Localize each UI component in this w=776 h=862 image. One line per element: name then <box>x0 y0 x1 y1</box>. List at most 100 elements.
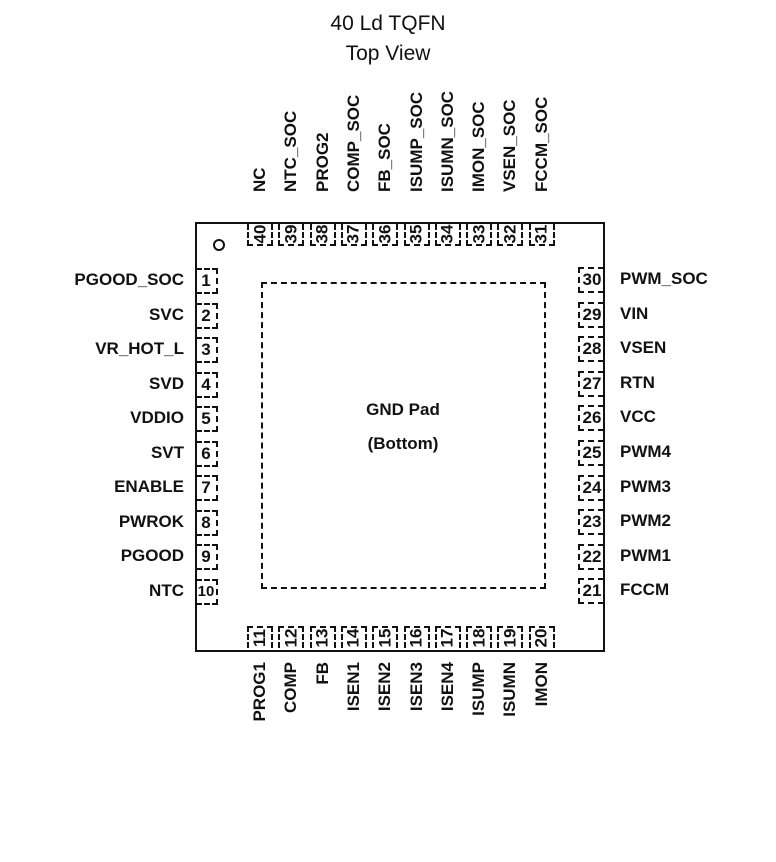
pin-label-fb-soc: FB_SOC <box>375 123 395 192</box>
gnd-pad-sublabel: (Bottom) <box>367 434 439 453</box>
pin-number-3: 3 <box>196 337 218 363</box>
pin-label-prog1: PROG1 <box>250 662 269 722</box>
pin-number-20: 20 <box>528 626 555 648</box>
pin-number-text: 12 <box>281 628 301 648</box>
pin-number-29: 29 <box>578 301 604 328</box>
pin-label-vcc: VCC <box>620 407 656 427</box>
pin-label-ntc: NTC <box>149 580 184 600</box>
pin-number-36: 36 <box>372 224 399 246</box>
pin1-indicator-dot <box>213 239 225 251</box>
pin-number-34: 34 <box>434 224 461 246</box>
pin-label-ntc-soc: NTC_SOC <box>281 110 301 192</box>
pin-number-1: 1 <box>196 268 218 294</box>
pin-number-text: 35 <box>406 224 426 244</box>
pin-label-vin: VIN <box>620 303 649 323</box>
pin-number-31: 31 <box>528 224 555 246</box>
pin-label-vr-hot-l: VR_HOT_L <box>95 339 184 358</box>
pin-number-27: 27 <box>578 370 604 397</box>
diagram-title: 40 Ld TQFN <box>330 12 446 35</box>
pin-number-2: 2 <box>196 302 218 329</box>
pin-label-pgood: PGOOD <box>120 546 184 565</box>
pin-number-text: 15 <box>375 628 395 648</box>
pin-number-35: 35 <box>403 224 430 246</box>
pin-label-pwm4: PWM4 <box>620 442 671 461</box>
pin-label-prog2: PROG2 <box>312 132 332 192</box>
pin-number-18: 18 <box>466 626 493 648</box>
pin-number-text: 16 <box>406 628 426 648</box>
pin-number-7: 7 <box>196 475 218 501</box>
pin-label-pwm-soc: PWM_SOC <box>620 269 708 288</box>
pin-label-nc: NC <box>250 167 269 192</box>
pin-number-text: 38 <box>312 224 332 244</box>
pin-label-isump-soc: ISUMP_SOC <box>406 91 426 192</box>
pin-number-text: 14 <box>343 628 363 648</box>
pin-number-text: 36 <box>375 224 395 244</box>
pin-number-15: 15 <box>372 626 399 648</box>
pin-label-enable: ENABLE <box>114 477 184 496</box>
pin-number-5: 5 <box>196 406 218 432</box>
pin-label-imon: IMON <box>531 662 551 707</box>
pin-number-12: 12 <box>278 626 305 648</box>
pin-label-fccm-soc: FCCM_SOC <box>531 96 551 192</box>
pin-label-imon-soc: IMON_SOC <box>469 101 489 192</box>
pin-label-isen3: ISEN3 <box>406 662 426 712</box>
pin-label-svt: SVT <box>150 442 184 462</box>
pin-label-comp: COMP <box>281 662 301 713</box>
pin-number-8: 8 <box>196 509 218 536</box>
pin-number-text: 19 <box>500 628 520 648</box>
pin-number-23: 23 <box>578 509 604 536</box>
pin-number-37: 37 <box>340 224 367 246</box>
pin-number-9: 9 <box>196 544 218 570</box>
package-outline <box>195 222 605 652</box>
pin-label-pwm2: PWM2 <box>620 511 671 531</box>
pin-label-pwrok: PWROK <box>118 511 184 531</box>
pin-number-30: 30 <box>578 267 604 293</box>
pin-number-text: 20 <box>531 628 551 648</box>
pin-label-pgood-soc: PGOOD_SOC <box>74 270 184 289</box>
pin-label-svc: SVC <box>149 304 184 324</box>
pin-number-19: 19 <box>497 626 524 648</box>
pin-number-text: 34 <box>437 224 457 244</box>
pin-number-40: 40 <box>247 224 273 246</box>
pin-label-pwm3: PWM3 <box>620 476 671 496</box>
pin-number-13: 13 <box>309 626 336 648</box>
pin-number-26: 26 <box>578 405 604 432</box>
pin-label-isumn: ISUMN <box>500 662 520 717</box>
pin-number-text: 39 <box>281 224 301 244</box>
pin-number-16: 16 <box>403 626 430 648</box>
pin-number-24: 24 <box>578 474 604 501</box>
pin-number-39: 39 <box>278 224 305 246</box>
pin-number-32: 32 <box>497 224 524 246</box>
pin-label-vsen-soc: VSEN_SOC <box>500 99 520 192</box>
pin-number-text: 31 <box>531 224 551 244</box>
pin-number-21: 21 <box>578 578 604 605</box>
pin-number-28: 28 <box>578 336 604 363</box>
pin-label-fb: FB <box>312 662 332 685</box>
pin-label-fccm: FCCM <box>620 580 670 600</box>
pin-label-rtn: RTN <box>620 372 655 392</box>
pin-label-comp-soc: COMP_SOC <box>343 94 363 192</box>
pin-number-text: 18 <box>469 628 489 648</box>
pin-number-38: 38 <box>309 224 336 246</box>
pin-label-vsen: VSEN <box>620 338 667 358</box>
pin-label-isen2: ISEN2 <box>375 662 395 712</box>
pin-label-pwm1: PWM1 <box>620 545 671 565</box>
pin-number-4: 4 <box>196 371 218 398</box>
gnd-pad-label: GND Pad <box>366 400 440 419</box>
pin-label-isen1: ISEN1 <box>343 662 363 712</box>
pin-number-text: 37 <box>343 224 363 244</box>
pin-number-22: 22 <box>578 543 604 570</box>
pin-number-14: 14 <box>340 626 367 648</box>
pin-number-text: 40 <box>249 224 269 244</box>
pin-number-text: 32 <box>500 224 520 244</box>
pin-number-11: 11 <box>247 626 273 648</box>
pin-number-text: 17 <box>437 628 457 648</box>
pin-number-text: 13 <box>312 628 332 648</box>
pin-number-17: 17 <box>434 626 461 648</box>
diagram-subtitle: Top View <box>345 42 431 65</box>
pin-number-25: 25 <box>578 440 604 466</box>
pin-number-33: 33 <box>466 224 493 246</box>
pin-label-vddio: VDDIO <box>130 408 184 427</box>
pin-number-text: 11 <box>249 629 269 647</box>
pin-label-isump: ISUMP <box>469 662 489 716</box>
